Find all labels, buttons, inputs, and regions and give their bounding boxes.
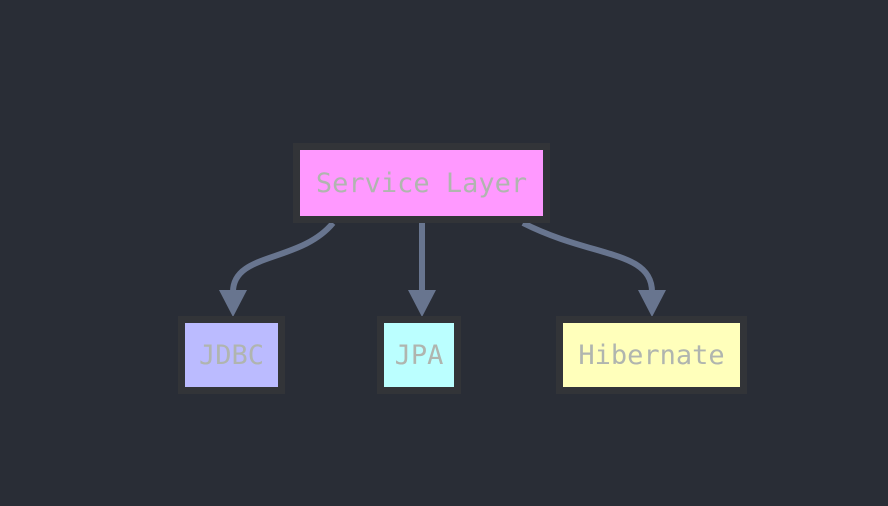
- edge-line: [521, 220, 655, 293]
- node-label: Service Layer: [315, 167, 528, 199]
- edge-service-to-jdbc: [219, 221, 336, 317]
- arrowhead-icon: [638, 290, 666, 317]
- node-jpa: JPA: [377, 316, 461, 394]
- edge-service-to-hibernate: [521, 220, 666, 317]
- arrowhead-icon: [408, 290, 436, 317]
- edge-service-to-jpa: [408, 223, 436, 317]
- node-label: Hibernate: [578, 339, 725, 371]
- node-hibernate: Hibernate: [556, 316, 747, 394]
- arrowhead-icon: [219, 290, 247, 317]
- node-service-layer: Service Layer: [293, 143, 550, 223]
- node-jdbc: JDBC: [178, 316, 285, 394]
- node-label: JDBC: [198, 339, 265, 371]
- node-label: JPA: [394, 339, 444, 371]
- edge-line: [230, 221, 336, 293]
